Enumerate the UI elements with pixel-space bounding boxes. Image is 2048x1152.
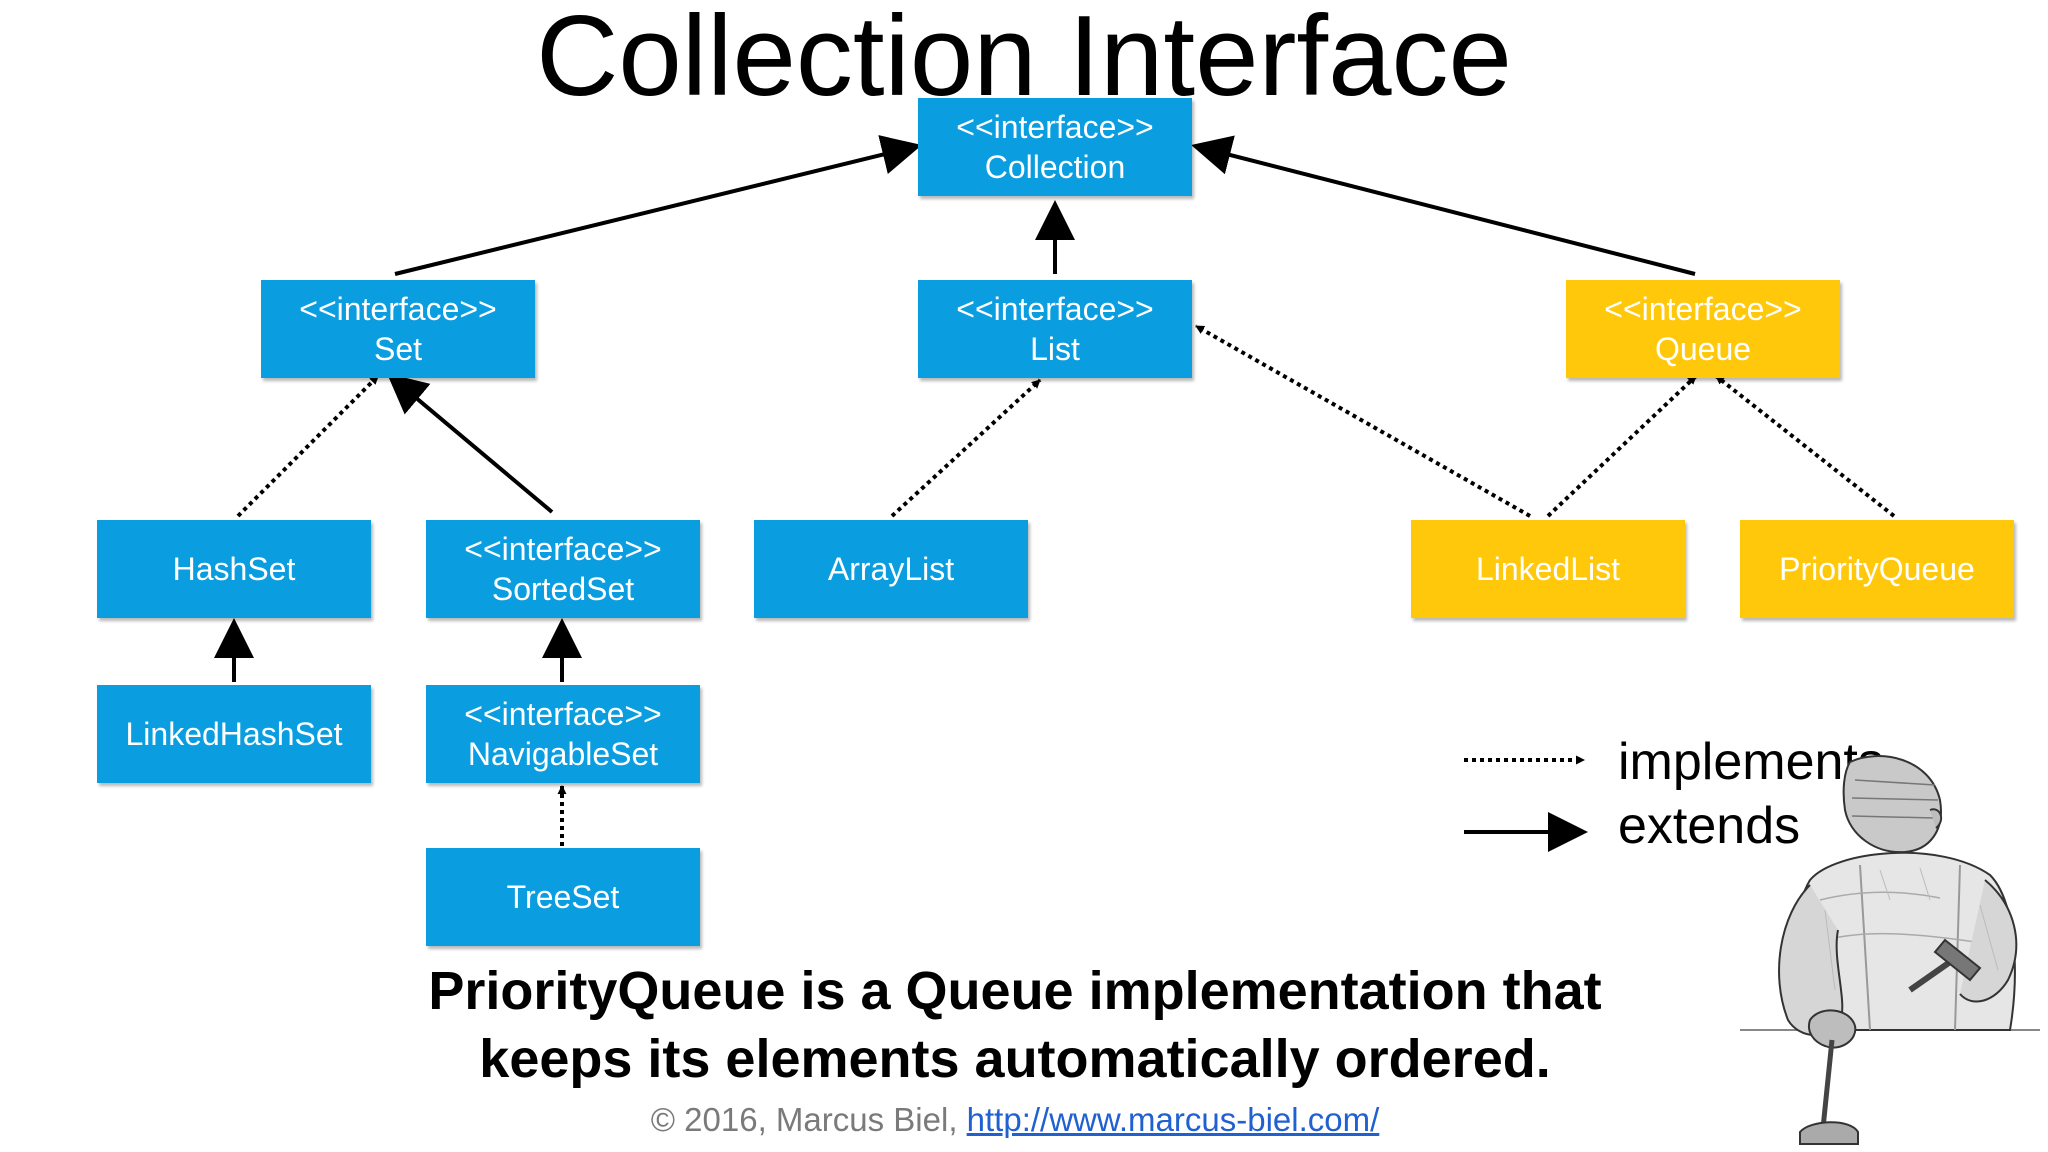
- node-queue-stereotype: <<interface>>: [1604, 291, 1802, 327]
- edge-linkedlist-to-list: [1195, 324, 1531, 518]
- caption-line-2: keeps its elements automatically ordered…: [479, 1029, 1551, 1089]
- edge-linkedlist-to-queue: [1546, 374, 1698, 518]
- node-sortedset[interactable]: <<interface>> SortedSet: [426, 520, 700, 618]
- edge-set-to-collection: [394, 135, 922, 276]
- node-collection[interactable]: <<interface>> Collection: [918, 98, 1192, 196]
- legend-extends-label: extends: [1618, 797, 1801, 855]
- edge-priorityqueue-to-queue: [1714, 374, 1896, 518]
- node-treeset[interactable]: TreeSet: [426, 848, 700, 946]
- footer-copyright: © 2016, Marcus Biel,: [650, 1101, 967, 1138]
- node-list[interactable]: <<interface>> List: [918, 280, 1192, 378]
- node-linkedlist-name: LinkedList: [1475, 551, 1621, 587]
- slide-title: Collection Interface: [536, 0, 1512, 120]
- node-priorityqueue[interactable]: PriorityQueue: [1740, 520, 2014, 618]
- footer: © 2016, Marcus Biel, http://www.marcus-b…: [0, 1100, 2030, 1140]
- node-linkedhashset[interactable]: LinkedHashSet: [97, 685, 371, 783]
- node-queue-name: Queue: [1654, 331, 1752, 367]
- node-hashset-name: HashSet: [172, 551, 296, 587]
- node-navigableset-stereotype: <<interface>>: [464, 696, 662, 732]
- craftsman-sketch-icon: [1740, 755, 2040, 1145]
- legend-implements-label: implements: [1618, 733, 1884, 791]
- edge-arraylist-to-list: [890, 378, 1042, 518]
- node-hashset[interactable]: HashSet: [97, 520, 371, 618]
- node-linkedhashset-name: LinkedHashSet: [125, 716, 343, 752]
- node-collection-name: Collection: [984, 149, 1126, 185]
- edge-sortedset-to-set: [386, 373, 554, 514]
- node-collection-stereotype: <<interface>>: [956, 109, 1154, 145]
- node-navigableset-name: NavigableSet: [467, 736, 659, 772]
- node-arraylist-name: ArrayList: [827, 551, 955, 587]
- node-set-stereotype: <<interface>>: [299, 291, 497, 327]
- edge-queue-to-collection: [1191, 135, 1696, 276]
- footer-link[interactable]: http://www.marcus-biel.com/: [966, 1101, 1380, 1138]
- node-set[interactable]: <<interface>> Set: [261, 280, 535, 378]
- node-set-name: Set: [373, 331, 423, 367]
- caption-line-1: PriorityQueue is a Queue implementation …: [428, 961, 1602, 1021]
- node-treeset-name: TreeSet: [506, 879, 620, 915]
- node-sortedset-stereotype: <<interface>>: [464, 531, 662, 567]
- node-list-stereotype: <<interface>>: [956, 291, 1154, 327]
- node-arraylist[interactable]: ArrayList: [754, 520, 1028, 618]
- edge-hashset-to-set: [236, 374, 380, 518]
- node-queue[interactable]: <<interface>> Queue: [1566, 280, 1840, 378]
- node-priorityqueue-name: PriorityQueue: [1779, 551, 1975, 587]
- node-navigableset[interactable]: <<interface>> NavigableSet: [426, 685, 700, 783]
- node-list-name: List: [1030, 331, 1080, 367]
- node-linkedlist[interactable]: LinkedList: [1411, 520, 1685, 618]
- node-sortedset-name: SortedSet: [491, 571, 635, 607]
